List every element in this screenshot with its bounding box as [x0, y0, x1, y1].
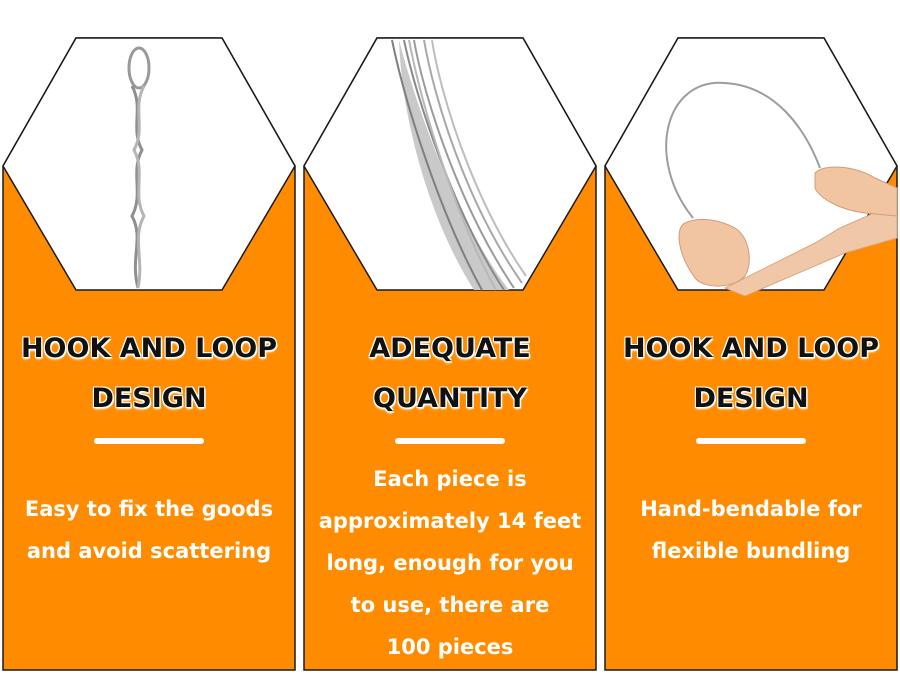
card-3-heading: HOOK AND LOOP DESIGN [622, 333, 880, 414]
hands-bending-wire-icon [665, 81, 898, 297]
card-1-shape [2, 37, 296, 671]
card-3-divider [696, 438, 806, 444]
card-1-divider [94, 438, 204, 444]
card-2-description: Each piece is approximately 14 feet long… [318, 467, 582, 659]
card-2-shape [303, 37, 597, 671]
twisted-wire-loop-icon [127, 46, 151, 289]
card-3-description: Hand-bendable for flexible bundling [640, 497, 862, 563]
card-3-shape [604, 37, 898, 671]
card-1-heading: HOOK AND LOOP DESIGN [20, 333, 278, 414]
card-2-divider [395, 438, 505, 444]
feature-card-hook-loop: HOOK AND LOOP DESIGN Easy to fix the goo… [2, 37, 296, 671]
feature-card-bendable: HOOK AND LOOP DESIGN Hand-bendable for f… [604, 37, 898, 671]
feature-card-quantity: ADEQUATE QUANTITY Each piece is approxim… [303, 37, 597, 671]
card-2-heading: ADEQUATE QUANTITY [369, 333, 531, 414]
wire-coil-icon [391, 39, 527, 291]
card-1-description: Easy to fix the goods and avoid scatteri… [24, 497, 274, 563]
